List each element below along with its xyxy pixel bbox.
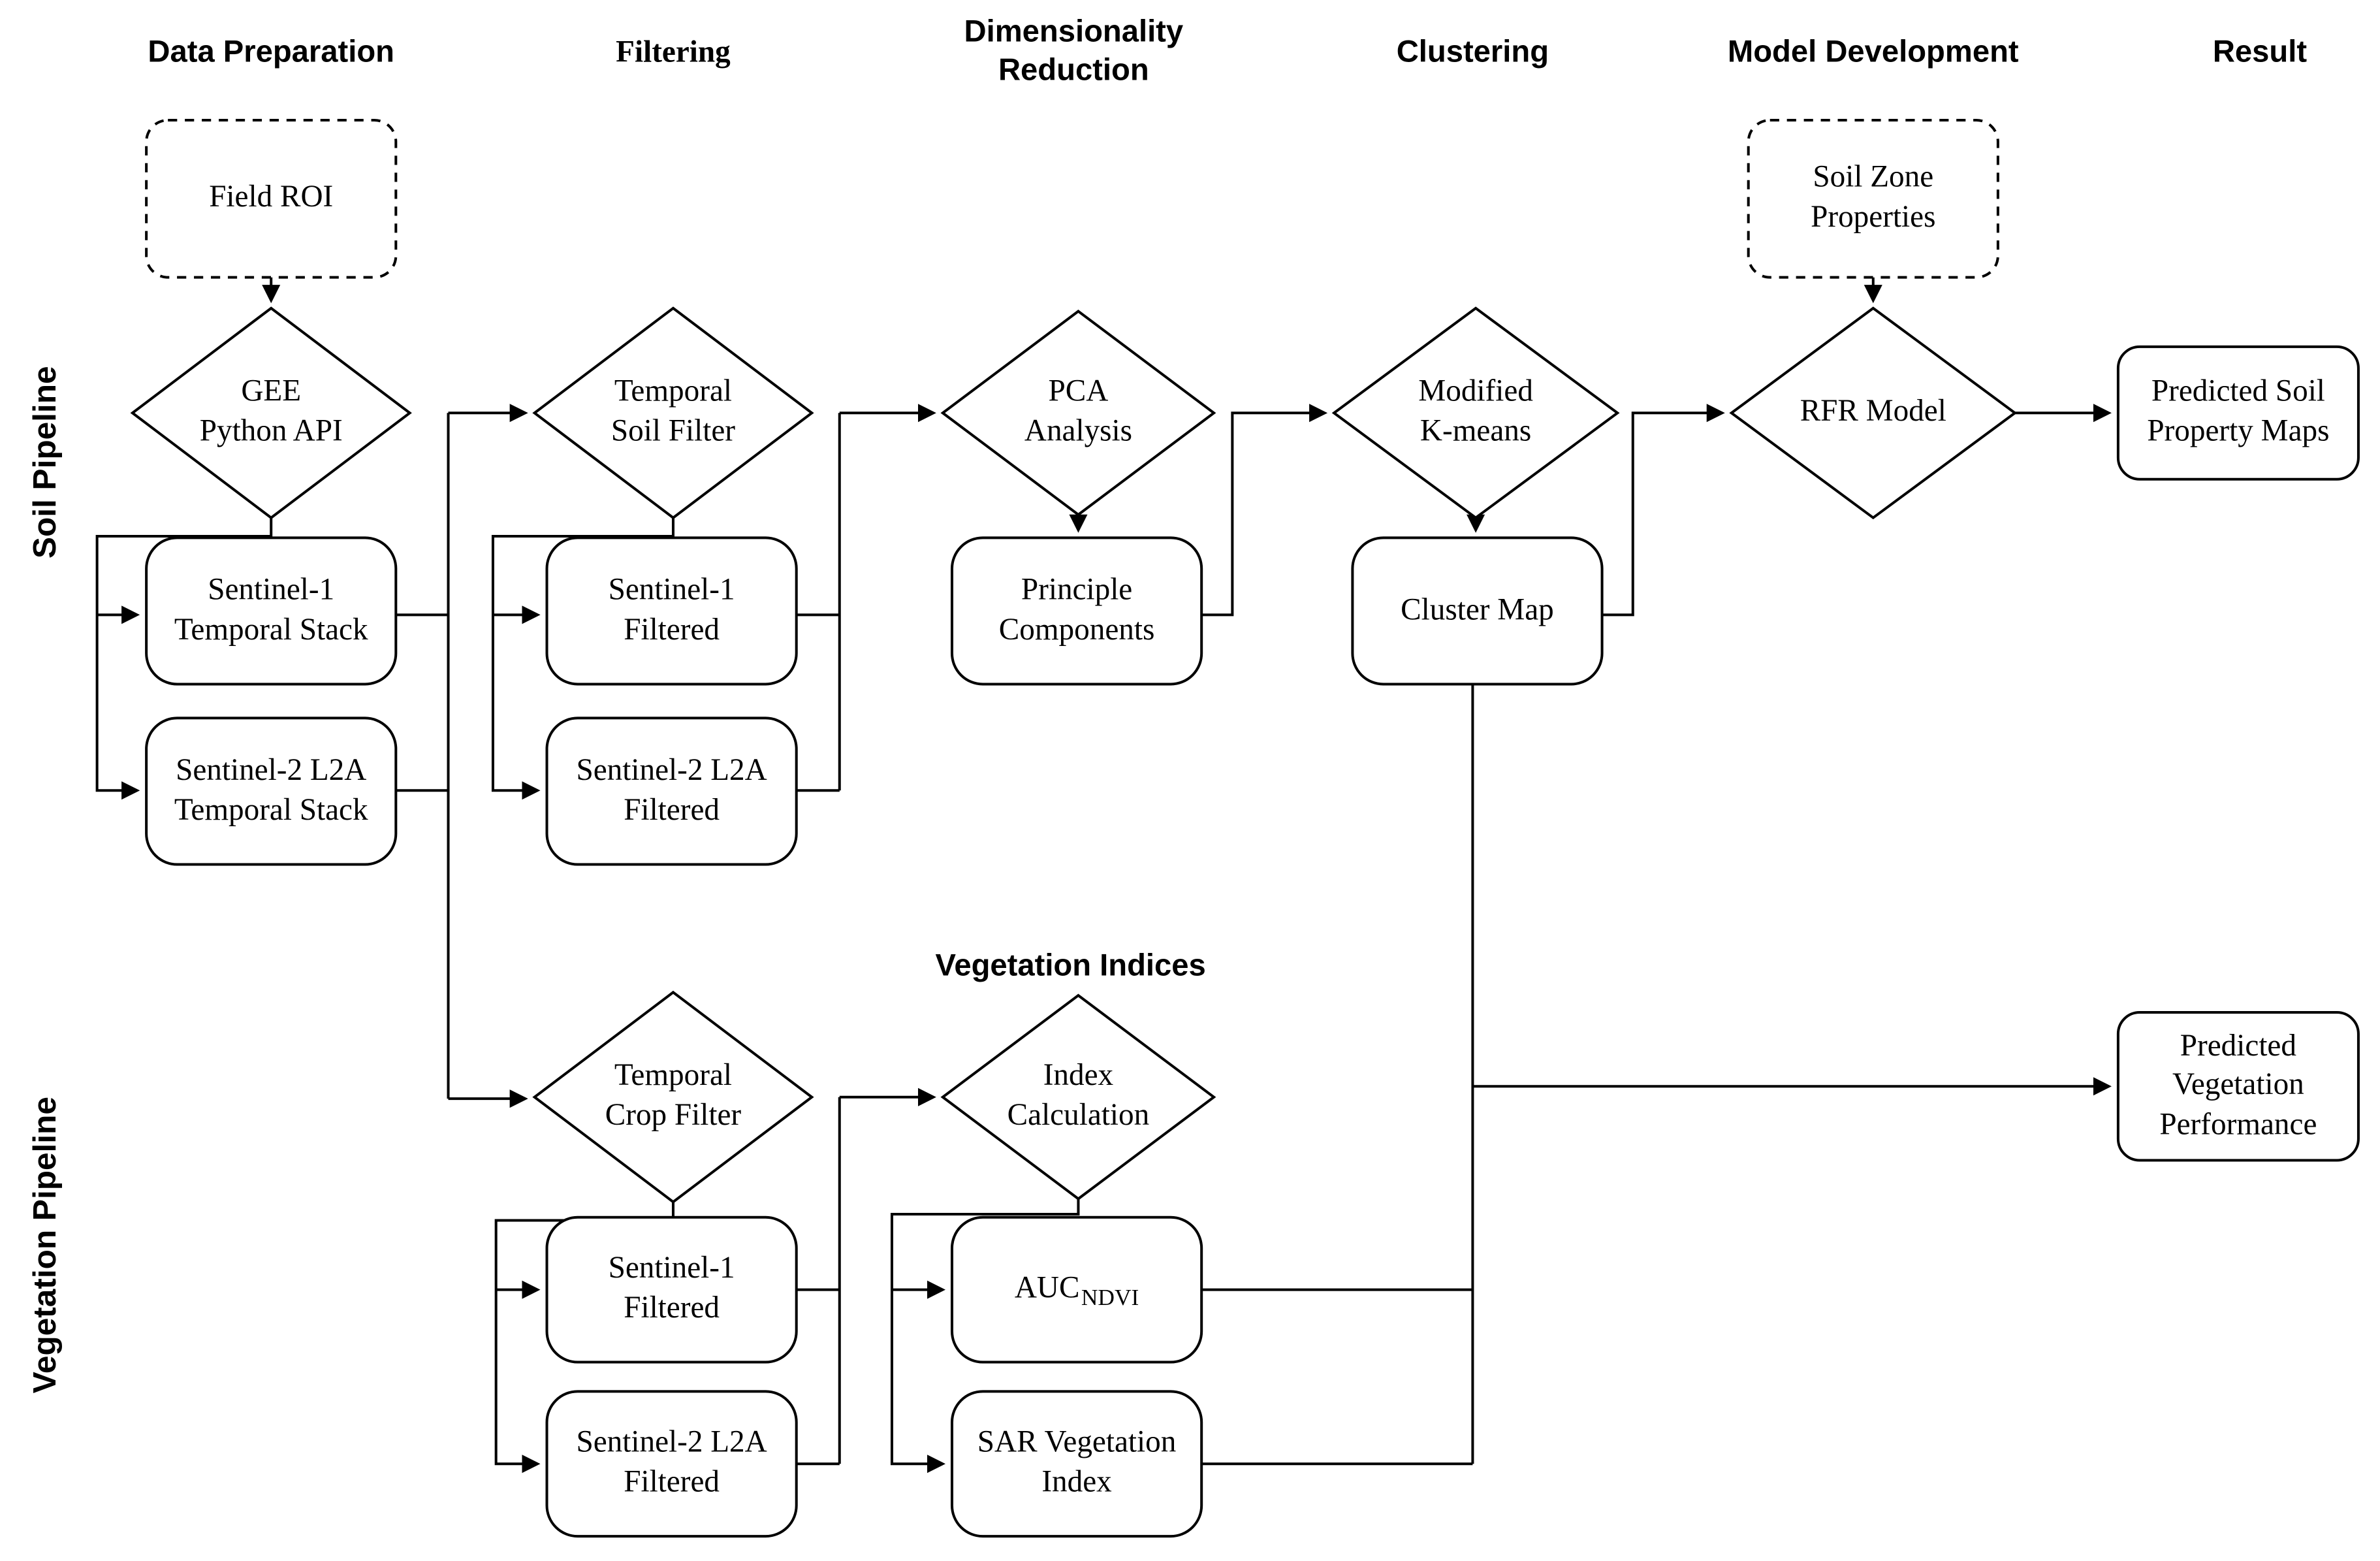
sentinel2-filtered-soil-box: [545, 716, 798, 866]
pca-analysis-diamond: [940, 310, 1216, 517]
connector-soil-filter-to-s2-filtered: [491, 517, 674, 800]
predicted-vegetation-performance-box: [2116, 1010, 2360, 1162]
connector-layer: [95, 277, 2112, 1473]
modified-kmeans-diamond: [1331, 306, 1620, 520]
connector-crop-filter-to-s2-filtered-veg: [494, 1202, 674, 1473]
node-shape-layer: [130, 119, 2360, 1538]
cluster-map-box: [1351, 536, 1604, 686]
principle-components-box: [950, 536, 1203, 686]
field-roi-box: [145, 119, 398, 279]
temporal-soil-filter-diamond: [532, 306, 814, 520]
index-calculation-diamond: [940, 993, 1216, 1200]
sentinel1-filtered-soil-box: [545, 536, 798, 686]
sar-vegetation-index-box: [950, 1390, 1203, 1538]
temporal-crop-filter-diamond: [532, 990, 814, 1204]
gee-python-api-diamond: [130, 306, 412, 520]
sentinel2-filtered-veg-box: [545, 1390, 798, 1538]
sentinel1-filtered-veg-box: [545, 1215, 798, 1364]
connector-principle-components-to-kmeans: [1201, 404, 1328, 617]
auc-ndvi-box: [950, 1215, 1203, 1364]
connector-cluster-map-to-rfr: [1602, 404, 1725, 617]
sentinel1-temporal-stack-box: [145, 536, 398, 686]
sentinel2-temporal-stack-box: [145, 716, 398, 866]
soil-zone-properties-box: [1747, 119, 1999, 279]
connector-gee-to-s2-temporal-stack: [95, 517, 273, 800]
rfr-model-diamond: [1729, 306, 2018, 520]
connector-index-calculation-to-sar-index: [890, 1199, 1080, 1473]
predicted-soil-property-maps-box: [2116, 345, 2360, 481]
